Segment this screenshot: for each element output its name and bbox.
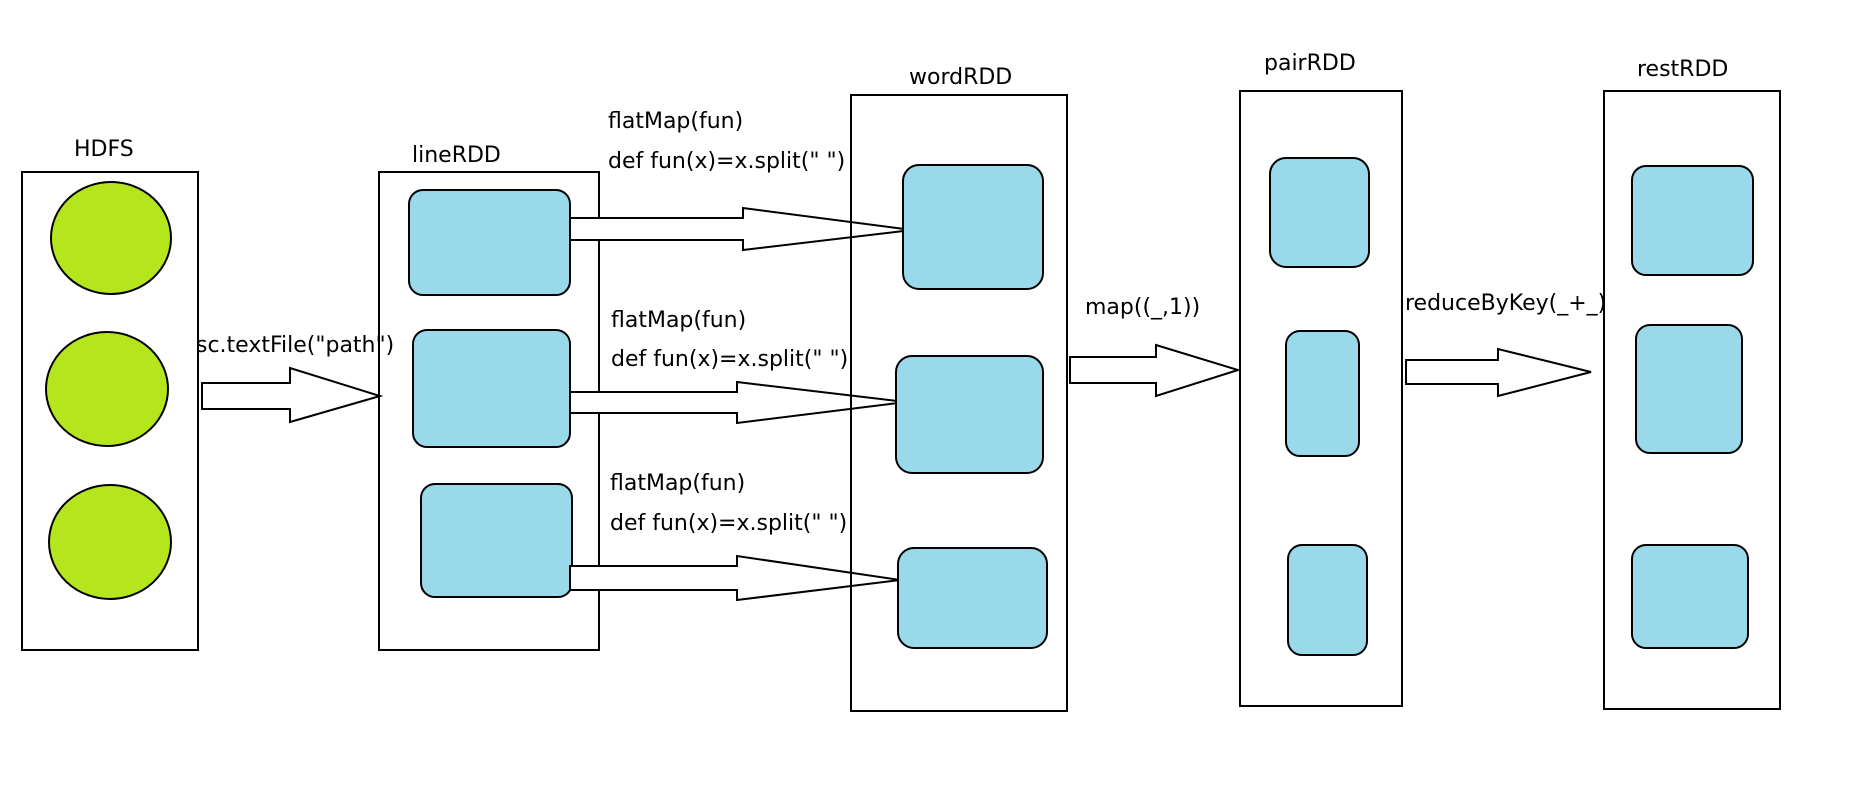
- line-rdd-partition-3: [420, 483, 573, 598]
- rest-rdd-container: [1603, 90, 1781, 710]
- word-rdd-partition-1: [902, 164, 1044, 290]
- reduce-by-key-op-label: reduceByKey(_+_): [1405, 291, 1606, 316]
- line-rdd-partition-1: [408, 189, 571, 296]
- flat-map-label-3: flatMap(fun): [610, 471, 745, 496]
- rest-rdd-partition-1: [1631, 165, 1754, 276]
- reduce-by-key-arrow: [1405, 347, 1592, 398]
- flat-map-label-1: flatMap(fun): [608, 109, 743, 134]
- flat-map-label-2: flatMap(fun): [611, 308, 746, 333]
- hdfs-label: HDFS: [74, 137, 134, 162]
- line-rdd-partition-2: [412, 329, 571, 448]
- rest-rdd-label: restRDD: [1637, 57, 1728, 82]
- fun-def-label-3: def fun(x)=x.split(" "): [610, 511, 847, 536]
- pair-rdd-label: pairRDD: [1264, 51, 1356, 76]
- word-rdd-container: [850, 94, 1068, 712]
- fun-def-label-1: def fun(x)=x.split(" "): [608, 149, 845, 174]
- map-op-label: map((_,1)): [1085, 295, 1200, 320]
- word-rdd-partition-3: [897, 547, 1048, 649]
- hdfs-block-3: [48, 484, 172, 600]
- rest-rdd-partition-2: [1635, 324, 1743, 454]
- pair-rdd-partition-3: [1287, 544, 1368, 656]
- flat-map-arrow-2: [569, 380, 907, 425]
- map-arrow: [1069, 343, 1242, 398]
- line-rdd-label: lineRDD: [412, 143, 501, 168]
- hdfs-container: [21, 171, 199, 651]
- pair-rdd-partition-2: [1285, 330, 1360, 457]
- rest-rdd-partition-3: [1631, 544, 1749, 649]
- pair-rdd-partition-1: [1269, 157, 1370, 268]
- flat-map-arrow-1: [569, 206, 913, 252]
- text-file-op-label: sc.textFile("path"): [196, 333, 394, 358]
- text-file-arrow: [201, 366, 384, 424]
- fun-def-label-2: def fun(x)=x.split(" "): [611, 347, 848, 372]
- word-rdd-label: wordRDD: [909, 65, 1012, 90]
- word-rdd-partition-2: [895, 355, 1044, 474]
- hdfs-block-2: [45, 331, 169, 447]
- hdfs-block-1: [50, 181, 172, 295]
- flat-map-arrow-3: [569, 554, 901, 602]
- pair-rdd-container: [1239, 90, 1403, 707]
